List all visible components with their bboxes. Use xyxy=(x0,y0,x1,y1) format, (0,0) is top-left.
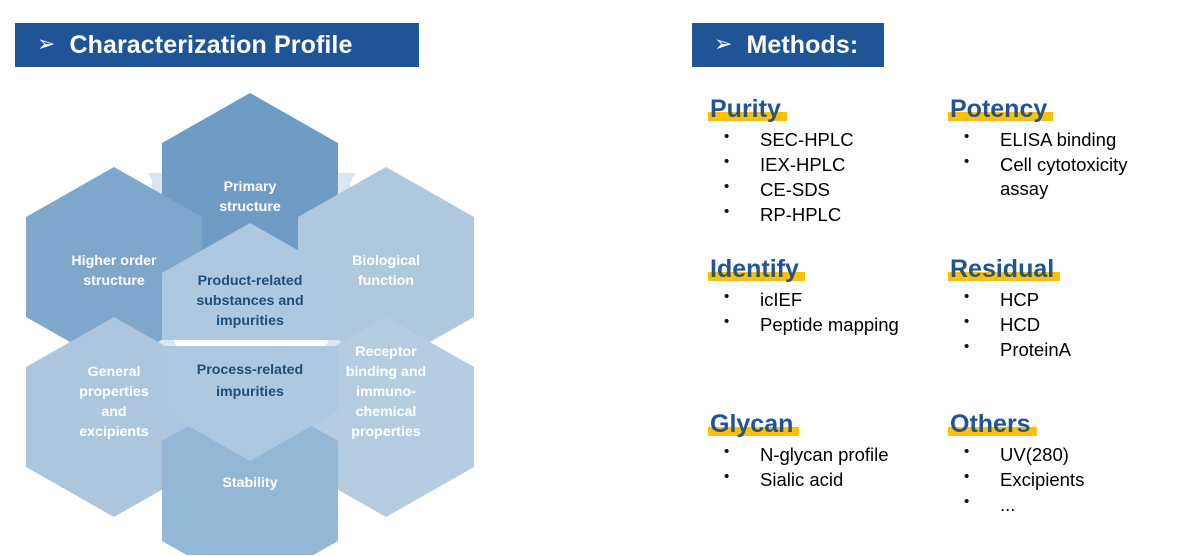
method-title-potency: Potency xyxy=(948,96,1054,122)
list-item: IEX-HPLC xyxy=(718,152,940,177)
svg-text:Product-related: Product-related xyxy=(198,273,303,289)
method-list-potency: ELISA binding Cell cytotoxicity assay xyxy=(940,127,1180,201)
list-item: RP-HPLC xyxy=(718,202,940,227)
method-list-identify: icIEF Peptide mapping xyxy=(700,287,940,337)
svg-text:excipients: excipients xyxy=(79,424,149,440)
svg-text:General: General xyxy=(88,364,141,380)
svg-text:function: function xyxy=(358,273,414,289)
svg-text:Higher order: Higher order xyxy=(71,253,157,269)
characterization-hexagon-diagram: Primary structure Higher order structure… xyxy=(20,85,480,555)
method-list-purity: SEC-HPLC IEX-HPLC CE-SDS RP-HPLC xyxy=(700,127,940,227)
page-title: Characterization Profile xyxy=(69,30,353,59)
hex-receptor-binding[interactable]: Receptor binding and immuno- chemical pr… xyxy=(298,317,474,517)
svg-text:impurities: impurities xyxy=(216,384,284,400)
list-item: ProteinA xyxy=(958,337,1180,362)
characterization-profile-header: ➢ Characterization Profile xyxy=(15,23,419,67)
method-title-residual: Residual xyxy=(948,256,1061,282)
methods-title: Methods: xyxy=(746,30,859,59)
list-item: HCP xyxy=(958,287,1180,312)
method-block-glycan: Glycan N-glycan profile Sialic acid xyxy=(700,411,940,546)
arrow-bullet-icon: ➢ xyxy=(714,31,733,56)
method-block-identify: Identify icIEF Peptide mapping xyxy=(700,256,940,411)
svg-text:Primary: Primary xyxy=(224,179,277,195)
svg-text:impurities: impurities xyxy=(216,313,284,329)
hex-general-properties[interactable]: General properties and excipients xyxy=(26,317,202,517)
hex-higher-order-structure[interactable]: Higher order structure xyxy=(26,167,202,367)
method-block-purity: Purity SEC-HPLC IEX-HPLC CE-SDS RP-HPLC xyxy=(700,96,940,256)
svg-text:chemical: chemical xyxy=(356,404,417,420)
list-item: ELISA binding xyxy=(958,127,1180,152)
list-item: Cell cytotoxicity assay xyxy=(958,152,1180,201)
svg-text:properties: properties xyxy=(79,384,148,400)
list-item: icIEF xyxy=(718,287,940,312)
svg-text:Process-related: Process-related xyxy=(197,362,303,378)
list-item: ... xyxy=(958,492,1180,517)
list-item: Peptide mapping xyxy=(718,312,940,337)
list-item: Sialic acid xyxy=(718,467,940,492)
method-block-potency: Potency ELISA binding Cell cytotoxicity … xyxy=(940,96,1180,256)
method-title-others: Others xyxy=(948,411,1037,437)
hex-biological-function[interactable]: Biological function xyxy=(298,167,474,367)
list-item: N-glycan profile xyxy=(718,442,940,467)
svg-text:binding and: binding and xyxy=(346,364,426,380)
hex-primary-structure[interactable]: Primary structure xyxy=(162,93,338,293)
hex-product-related-impurities[interactable]: Product-related substances and impuritie… xyxy=(162,223,338,340)
methods-header: ➢ Methods: xyxy=(692,23,884,67)
method-list-others: UV(280) Excipients ... xyxy=(940,442,1180,517)
method-block-others: Others UV(280) Excipients ... xyxy=(940,411,1180,546)
list-item: Excipients xyxy=(958,467,1180,492)
svg-text:and: and xyxy=(101,404,126,420)
arrow-bullet-icon: ➢ xyxy=(37,31,56,56)
svg-text:Receptor: Receptor xyxy=(355,344,417,360)
method-title-purity: Purity xyxy=(708,96,787,122)
methods-grid: Purity SEC-HPLC IEX-HPLC CE-SDS RP-HPLC … xyxy=(700,96,1180,546)
method-list-residual: HCP HCD ProteinA xyxy=(940,287,1180,362)
list-item: HCD xyxy=(958,312,1180,337)
method-block-residual: Residual HCP HCD ProteinA xyxy=(940,256,1180,411)
svg-text:structure: structure xyxy=(219,199,281,215)
svg-text:Biological: Biological xyxy=(352,253,420,269)
method-title-glycan: Glycan xyxy=(708,411,800,437)
method-title-identify: Identify xyxy=(708,256,805,282)
list-item: SEC-HPLC xyxy=(718,127,940,152)
method-list-glycan: N-glycan profile Sialic acid xyxy=(700,442,940,492)
svg-text:substances and: substances and xyxy=(196,293,303,309)
list-item: CE-SDS xyxy=(718,177,940,202)
hex-process-related-impurities[interactable]: Process-related impurities xyxy=(162,346,338,461)
svg-text:immuno-: immuno- xyxy=(356,384,416,400)
svg-text:properties: properties xyxy=(351,424,420,440)
list-item: UV(280) xyxy=(958,442,1180,467)
svg-text:structure: structure xyxy=(83,273,145,289)
svg-text:Stability: Stability xyxy=(222,475,277,491)
